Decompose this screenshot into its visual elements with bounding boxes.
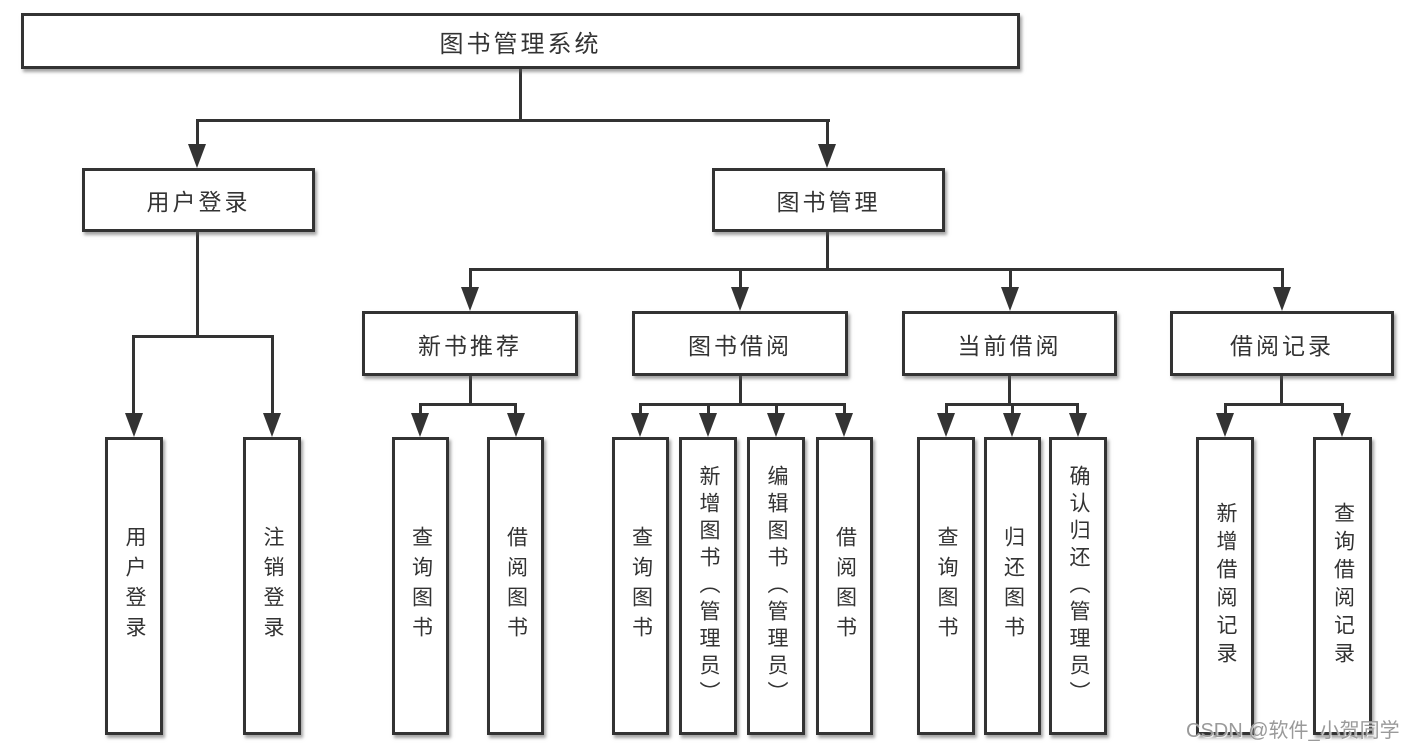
connector-line <box>826 232 829 271</box>
connector-line <box>826 119 829 147</box>
leaf-label: 查询图书 <box>629 526 653 646</box>
arrow-down-icon <box>818 144 836 168</box>
node-book-management: 图书管理 <box>712 168 945 232</box>
arrow-down-icon <box>1216 413 1234 437</box>
leaf-label: 用户登录 <box>123 526 146 646</box>
arrow-down-icon <box>1069 413 1087 437</box>
leaf-logout: 注销登录 <box>243 437 301 735</box>
connector-line <box>1009 268 1012 290</box>
connector-line <box>843 403 846 415</box>
arrow-down-icon <box>461 287 479 311</box>
leaf-label: 编辑图书（管理员） <box>765 464 788 708</box>
arrow-down-icon <box>125 413 143 437</box>
arrow-down-icon <box>1001 287 1019 311</box>
node-label: 当前借阅 <box>957 332 1062 359</box>
connector-line <box>469 268 1283 271</box>
node-root: 图书管理系统 <box>21 13 1020 69</box>
node-current-borrow: 当前借阅 <box>902 311 1117 376</box>
arrow-down-icon <box>188 144 206 168</box>
leaf-borrow-books: 借阅图书 <box>487 437 544 735</box>
node-label: 新书推荐 <box>418 332 522 359</box>
node-book-borrow: 图书借阅 <box>632 311 848 376</box>
leaf-query-books: 查询图书 <box>917 437 975 735</box>
leaf-borrow-books: 借阅图书 <box>816 437 873 735</box>
arrow-down-icon <box>631 413 649 437</box>
leaf-query-borrow-record: 查询借阅记录 <box>1313 437 1372 735</box>
leaf-query-books: 查询图书 <box>392 437 449 735</box>
connector-line <box>775 403 778 415</box>
connector-line <box>1076 403 1079 415</box>
arrow-down-icon <box>1273 287 1291 311</box>
connector-line <box>1281 268 1284 290</box>
connector-line <box>196 119 830 122</box>
connector-line <box>196 232 199 338</box>
leaf-add-borrow-record: 新增借阅记录 <box>1196 437 1254 735</box>
connector-line <box>469 268 472 290</box>
connector-line <box>419 403 517 406</box>
node-user-login: 用户登录 <box>82 168 315 232</box>
leaf-label: 借阅图书 <box>504 526 528 646</box>
connector-line <box>707 403 710 415</box>
arrow-down-icon <box>731 287 749 311</box>
leaf-label: 查询图书 <box>935 526 958 646</box>
node-label: 图书借阅 <box>688 332 792 359</box>
arrow-down-icon <box>937 413 955 437</box>
leaf-label: 归还图书 <box>1001 526 1025 646</box>
watermark: CSDN @软件_小贺同学 <box>1186 720 1400 742</box>
connector-line <box>739 268 742 290</box>
node-new-book-recommend: 新书推荐 <box>362 311 578 376</box>
leaf-label: 新增图书（管理员） <box>697 464 720 708</box>
arrow-down-icon <box>263 413 281 437</box>
node-label: 借阅记录 <box>1230 332 1334 359</box>
connector-line <box>1224 403 1344 406</box>
connector-line <box>1280 376 1283 406</box>
node-label: 用户登录 <box>146 189 251 215</box>
leaf-return-books: 归还图书 <box>984 437 1041 735</box>
leaf-confirm-return-admin: 确认归还（管理员） <box>1049 437 1107 735</box>
connector-line <box>514 403 517 415</box>
connector-line <box>1341 403 1344 415</box>
connector-line <box>132 335 274 338</box>
connector-line <box>639 403 846 406</box>
arrow-down-icon <box>767 413 785 437</box>
arrow-down-icon <box>699 413 717 437</box>
leaf-label: 新增借阅记录 <box>1214 502 1237 670</box>
node-borrow-records: 借阅记录 <box>1170 311 1394 376</box>
leaf-query-books: 查询图书 <box>612 437 669 735</box>
connector-line <box>469 376 472 406</box>
leaf-label: 查询图书 <box>409 526 433 646</box>
connector-line <box>271 335 274 415</box>
connector-line <box>519 69 522 121</box>
connector-line <box>419 403 422 415</box>
arrow-down-icon <box>507 413 525 437</box>
connector-line <box>739 376 742 406</box>
arrow-down-icon <box>411 413 429 437</box>
arrow-down-icon <box>1333 413 1351 437</box>
connector-line <box>1224 403 1227 415</box>
connector-line <box>132 335 135 415</box>
leaf-label: 注销登录 <box>261 526 284 646</box>
leaf-label: 查询借阅记录 <box>1331 502 1355 670</box>
leaf-user-login: 用户登录 <box>105 437 163 735</box>
node-label: 图书管理 <box>776 189 881 215</box>
connector-line <box>1008 376 1011 406</box>
leaf-label: 借阅图书 <box>833 526 857 646</box>
connector-line <box>196 119 199 147</box>
leaf-add-books-admin: 新增图书（管理员） <box>679 437 737 735</box>
leaf-label: 确认归还（管理员） <box>1067 464 1090 708</box>
arrow-down-icon <box>1003 413 1021 437</box>
node-label: 图书管理系统 <box>439 30 602 58</box>
connector-line <box>945 403 948 415</box>
connector-line <box>639 403 642 415</box>
arrow-down-icon <box>835 413 853 437</box>
leaf-edit-books-admin: 编辑图书（管理员） <box>747 437 805 735</box>
connector-line <box>1011 403 1014 415</box>
